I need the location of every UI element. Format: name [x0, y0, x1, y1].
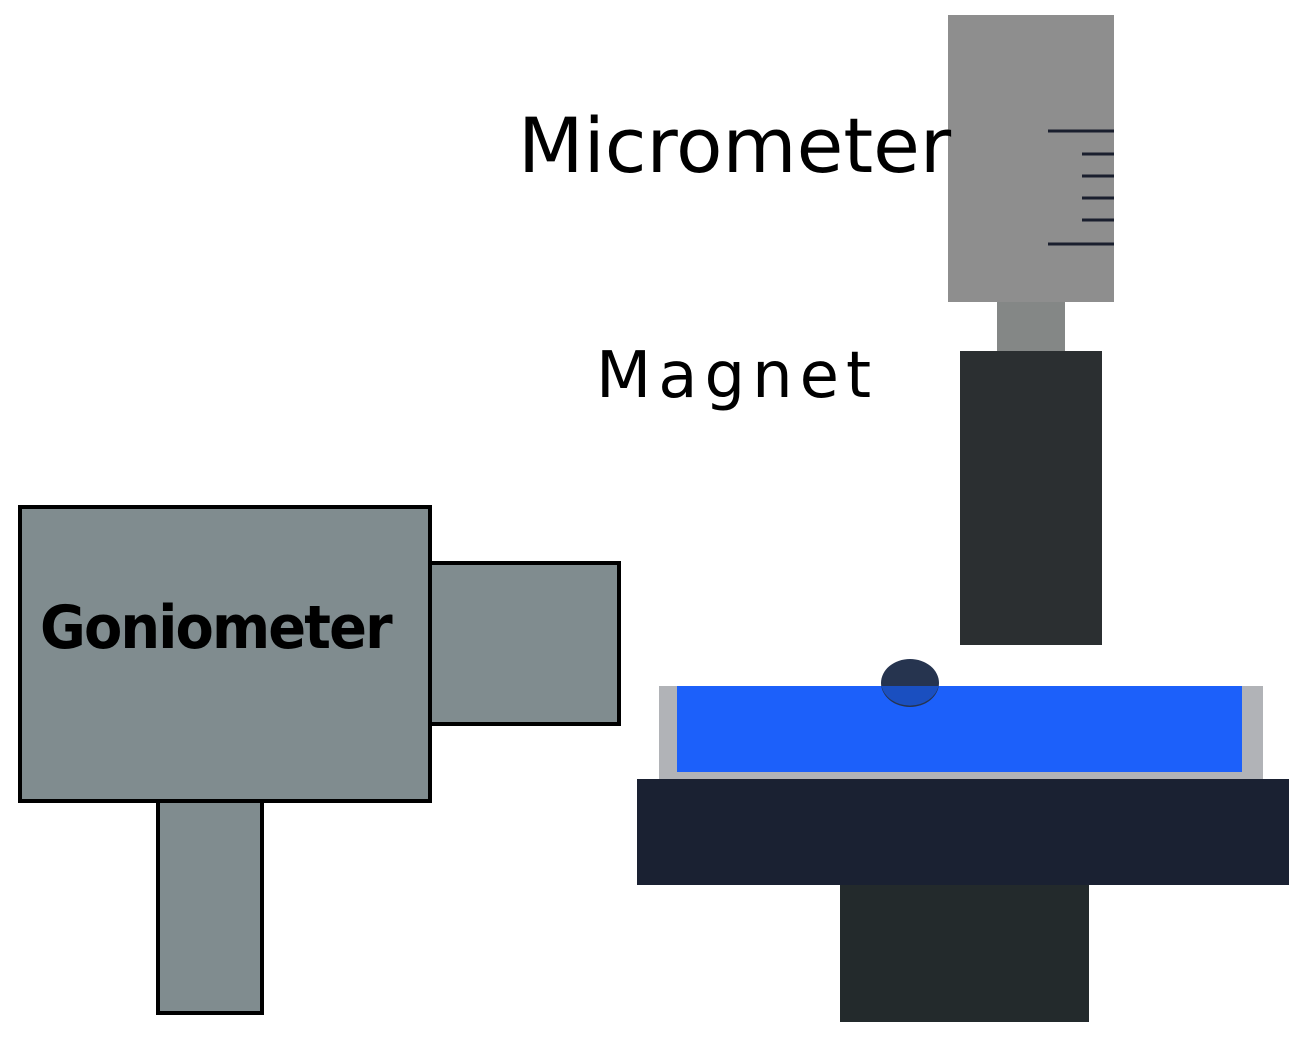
- dish: [659, 686, 1263, 779]
- stage-base: [840, 885, 1089, 1022]
- magnet-label: Magnet: [596, 339, 879, 413]
- stage-top: [637, 779, 1289, 885]
- goniometer-label: Goniometer: [40, 593, 393, 663]
- micrometer-body: [948, 15, 1114, 302]
- goniometer-side-arm: [428, 561, 621, 726]
- micrometer-label: Micrometer: [518, 101, 952, 190]
- goniometer-leg: [156, 797, 264, 1015]
- micrometer: [948, 15, 1114, 302]
- goniometer: [18, 505, 621, 1015]
- spindle: [997, 302, 1065, 352]
- micrometer-scale: [1048, 129, 1114, 246]
- droplet-submerged: [881, 686, 939, 706]
- liquid: [677, 686, 1242, 772]
- goniometer-body: [18, 505, 432, 803]
- magnet: [960, 351, 1102, 645]
